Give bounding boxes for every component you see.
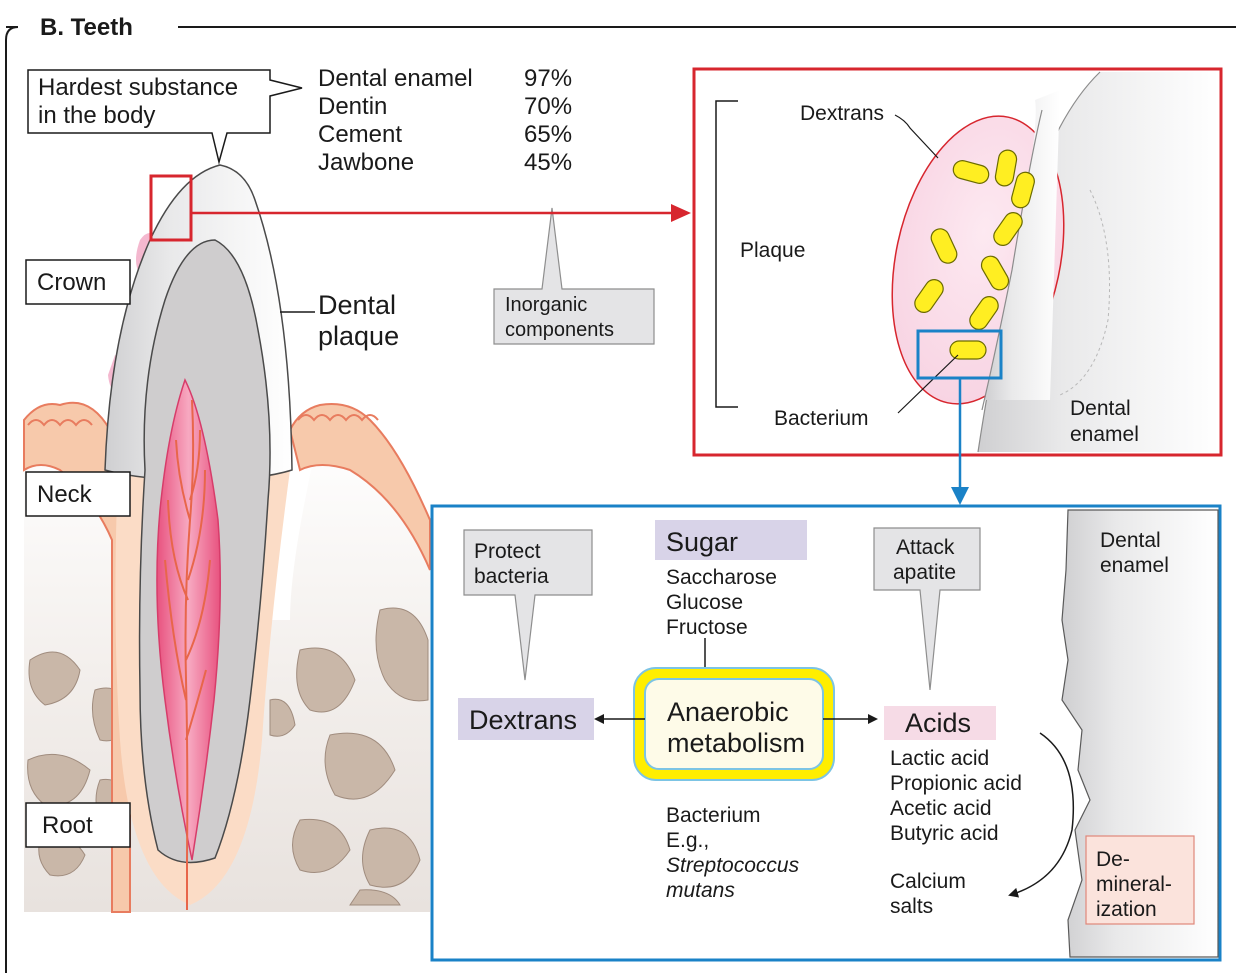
acids-label: Acids <box>905 708 971 738</box>
section-title: B. Teeth <box>40 14 133 41</box>
composition-name: Dentin <box>318 93 387 120</box>
root-label: Root <box>26 803 130 847</box>
svg-text:Root: Root <box>42 812 93 839</box>
neck-label: Neck <box>26 472 130 516</box>
composition-pct: 70% <box>524 93 572 120</box>
svg-text:Neck: Neck <box>37 481 93 508</box>
detail-plaque-label: Plaque <box>740 239 805 262</box>
metabolism-text: Anaerobic metabolism <box>667 697 805 758</box>
metabolism-panel: Dental enamel Protect bacteria Attack ap… <box>432 506 1220 960</box>
plaque-detail-panel: Dextrans Plaque Bacterium Dental enamel <box>694 69 1221 455</box>
composition-pct: 97% <box>524 65 572 92</box>
composition-list: Dental enamel 97% Dentin 70% Cement 65% … <box>318 65 572 176</box>
detail-bacterium-label: Bacterium <box>774 407 869 430</box>
composition-name: Cement <box>318 121 402 148</box>
composition-pct: 45% <box>524 149 572 176</box>
composition-pct: 65% <box>524 121 572 148</box>
detail-dextrans-label: Dextrans <box>800 102 884 125</box>
dental-plaque-label: Dental plaque <box>318 290 404 351</box>
composition-name: Jawbone <box>318 149 414 176</box>
sugar-label: Sugar <box>666 527 738 557</box>
composition-name: Dental enamel <box>318 65 473 92</box>
crown-label: Crown <box>26 260 130 304</box>
dextrans-label: Dextrans <box>469 705 577 735</box>
svg-text:Crown: Crown <box>37 269 106 296</box>
